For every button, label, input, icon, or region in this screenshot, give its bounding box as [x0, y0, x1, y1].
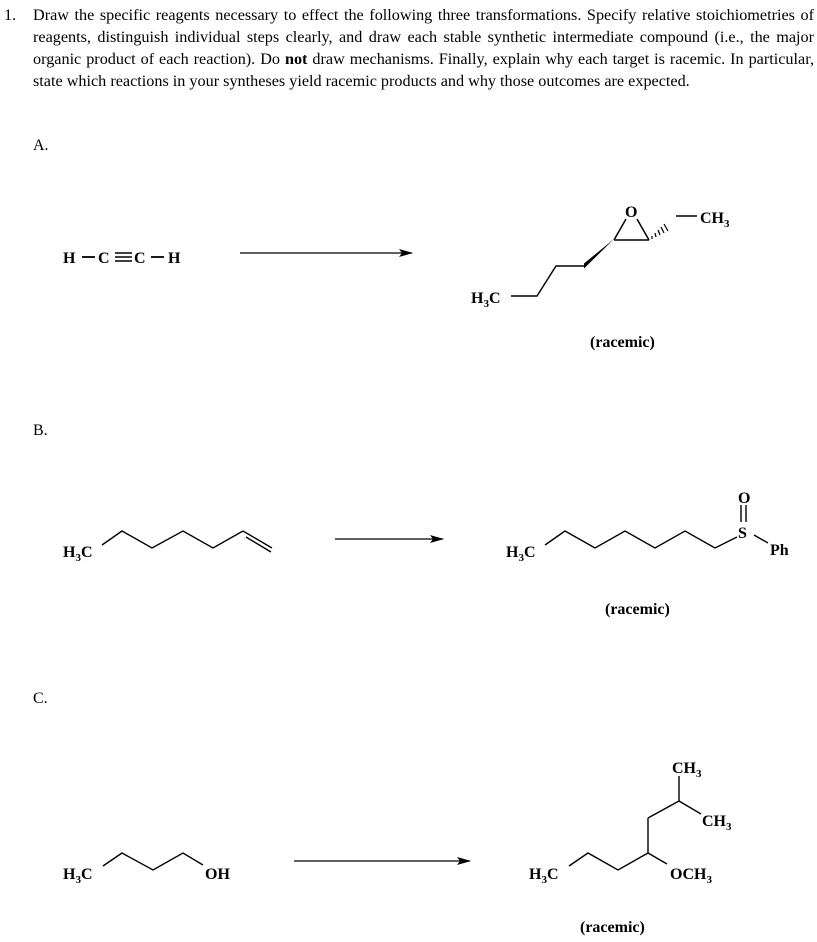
methyl-right-bond — [678, 800, 702, 815]
atom-c-left: C — [98, 250, 110, 267]
part-c-label: C. — [33, 690, 48, 707]
emphasis-not: not — [284, 50, 308, 68]
part-c-product-ether: H3C CH3 CH3 OCH3 (racemic) — [529, 760, 732, 936]
epoxide-oxygen: O — [625, 204, 637, 221]
ch-bond — [647, 800, 680, 819]
part-a-starting-material: H C C H — [63, 250, 181, 267]
atom-c-right: C — [134, 250, 146, 267]
triple-bond — [115, 252, 132, 262]
hashed-bond-icon — [651, 223, 669, 239]
part-a-label: A. — [33, 137, 49, 154]
double-bond — [242, 530, 273, 549]
part-c-starting-material: H3C OH — [63, 852, 230, 886]
och3-label: OCH3 — [670, 866, 712, 886]
atom-h-right: H — [168, 250, 181, 267]
racemic-note: (racemic) — [605, 601, 670, 618]
racemic-note: (racemic) — [590, 334, 655, 351]
double-bond-inner — [245, 536, 272, 553]
s-ph-bond — [753, 534, 769, 544]
hydroxyl-label: OH — [205, 866, 230, 883]
propyl-chain — [568, 852, 649, 871]
c-o-bond — [647, 852, 668, 865]
wedge-bond-icon — [584, 239, 614, 269]
part-b-product-sulfoxide: H3C S O Ph (racemic) — [506, 490, 789, 618]
alkyl-chain — [101, 530, 244, 549]
part-a-product-epoxide: H3C O CH3 (racemic) — [471, 204, 730, 351]
h3c-label: H3C — [529, 866, 559, 886]
octyl-chain — [544, 530, 738, 549]
phenyl-label: Ph — [770, 542, 789, 559]
sulfur-atom: S — [738, 525, 747, 542]
ch3-top-label: CH3 — [672, 760, 702, 780]
h3c-label: H3C — [471, 290, 501, 310]
part-b-label: B. — [33, 422, 48, 439]
epoxide-co-bond — [636, 218, 650, 241]
h3c-label: H3C — [63, 544, 93, 564]
propyl-chain — [511, 265, 584, 297]
h3c-label: H3C — [506, 544, 536, 564]
ch3-label: CH3 — [700, 210, 730, 230]
racemic-note: (racemic) — [580, 919, 645, 936]
propyl-chain — [102, 852, 204, 871]
part-b-starting-material: H3C — [63, 530, 273, 564]
ch3-right-label: CH3 — [702, 813, 732, 833]
question-instructions: Draw the specific reagents necessary to … — [33, 6, 814, 90]
question-number: 1. — [4, 6, 17, 24]
h3c-label: H3C — [63, 866, 93, 886]
oxygen-atom: O — [738, 490, 750, 507]
atom-h-left: H — [63, 250, 76, 267]
epoxide-co-bond — [613, 218, 627, 241]
